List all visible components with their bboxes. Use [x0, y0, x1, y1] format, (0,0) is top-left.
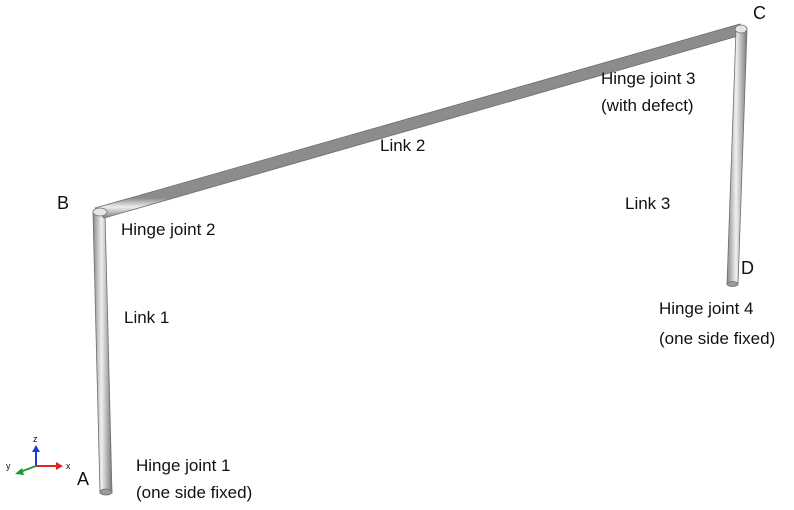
hinge-joint-1-note: (one side fixed) [136, 483, 252, 502]
link-1-label: Link 1 [124, 308, 169, 327]
axis-x-label: x [66, 461, 71, 471]
hinge-joint-2-cap [92, 207, 108, 217]
axis-y-label: y [6, 461, 11, 471]
link-3-label: Link 3 [625, 194, 670, 213]
axis-x-arrow [56, 462, 63, 470]
hinge-joint-3-label: Hinge joint 3 [601, 69, 696, 88]
axis-triad: z x y [6, 434, 71, 475]
point-b-label: B [57, 193, 69, 213]
hinge-joint-4-note: (one side fixed) [659, 329, 775, 348]
axis-z-label: z [33, 434, 38, 444]
link-3-beam [726, 29, 748, 285]
point-c-label: C [753, 3, 766, 23]
hinge-joint-3-note: (with defect) [601, 96, 694, 115]
point-a-label: A [77, 469, 89, 489]
hinge-joint-4-label: Hinge joint 4 [659, 299, 754, 318]
hinge-joint-2-label: Hinge joint 2 [121, 220, 216, 239]
hinge-joint-1-end [99, 488, 113, 496]
axis-y-arrow [15, 468, 24, 475]
axis-z-arrow [32, 445, 40, 452]
point-d-label: D [741, 258, 754, 278]
link-1-beam [92, 212, 113, 494]
hinge-joint-1-label: Hinge joint 1 [136, 456, 231, 475]
link-2-label: Link 2 [380, 136, 425, 155]
link-2-beam [94, 23, 746, 219]
hinge-joint-4-end [726, 281, 739, 287]
hinge-joint-3-cap [734, 24, 748, 34]
